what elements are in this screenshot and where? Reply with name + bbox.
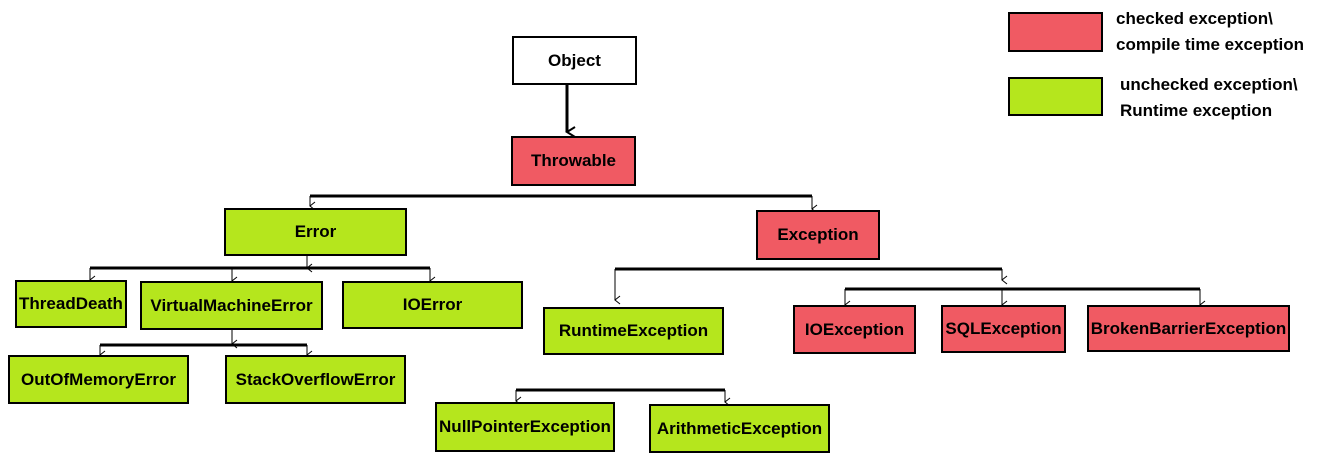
legend-label-unchecked-line1: unchecked exception\ bbox=[1120, 75, 1298, 94]
legend-swatch-unchecked bbox=[1008, 77, 1103, 116]
node-broken-barrier-exception: BrokenBarrierException bbox=[1087, 305, 1290, 352]
node-object: Object bbox=[512, 36, 637, 85]
node-thread-death: ThreadDeath bbox=[15, 280, 127, 328]
node-runtime-exception: RuntimeException bbox=[543, 307, 724, 355]
legend-label-checked-line2: compile time exception bbox=[1116, 35, 1304, 54]
legend-label-unchecked-line2: Runtime exception bbox=[1120, 101, 1273, 120]
node-exception: Exception bbox=[756, 210, 880, 260]
node-throwable: Throwable bbox=[511, 136, 636, 186]
edge-group-virtual-machine-error bbox=[99, 330, 313, 360]
node-io-error: IOError bbox=[342, 281, 523, 329]
edge-group-exception bbox=[614, 267, 1206, 310]
node-stack-overflow-error: StackOverflowError bbox=[225, 355, 406, 404]
node-io-exception: IOException bbox=[793, 305, 916, 354]
edge-group-runtime-exception bbox=[515, 388, 731, 407]
legend-label-checked-line1: checked exception\ bbox=[1116, 9, 1273, 28]
edge-group-error bbox=[89, 256, 436, 286]
node-out-of-memory-error: OutOfMemoryError bbox=[8, 355, 189, 404]
edge-group-throwable bbox=[309, 194, 818, 214]
node-error: Error bbox=[224, 208, 407, 256]
node-arithmetic-exception: ArithmeticException bbox=[649, 404, 830, 453]
node-sql-exception: SQLException bbox=[941, 305, 1066, 353]
legend-swatch-checked bbox=[1008, 12, 1103, 52]
node-null-pointer-exception: NullPointerException bbox=[435, 402, 615, 452]
node-virtual-machine-error: VirtualMachineError bbox=[140, 281, 323, 330]
